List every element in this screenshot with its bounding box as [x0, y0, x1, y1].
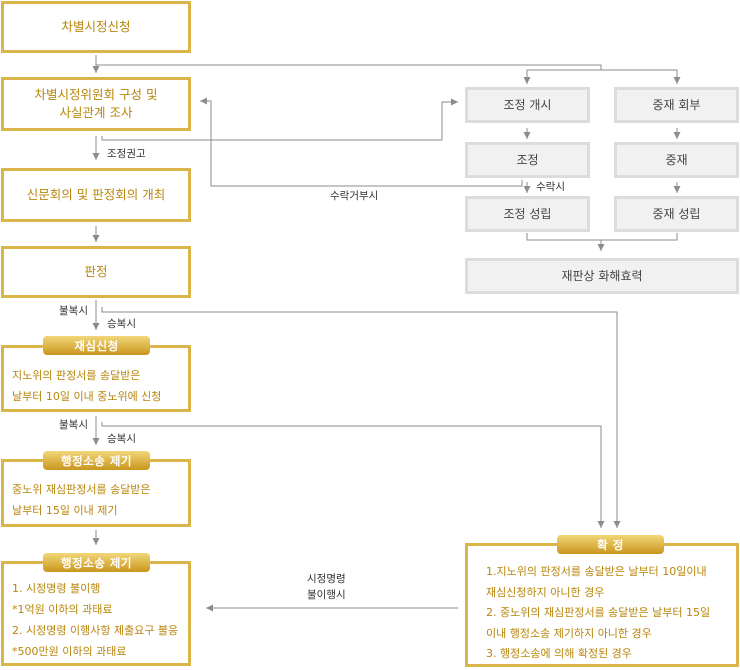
mediation-done-label: 조정 성립 — [503, 207, 552, 221]
final-line1: 1.지노위의 판정서를 송달받은 날부터 10일이내 — [486, 565, 707, 578]
committee-box: 차별시정위원회 구성 및 사실관계 조사 — [1, 77, 191, 131]
mediation-start-label: 조정 개시 — [503, 98, 552, 112]
arbitration-label: 중재 — [665, 153, 688, 167]
edge-dissent1 — [101, 307, 621, 528]
noncompliance-line2: 불이행시 — [307, 589, 346, 601]
suit1-box: 중노위 재심판정서를 송달받은 날부터 15일 이내 제기 — [1, 459, 191, 527]
suit2-line1: 1. 시정명령 불이행 — [12, 582, 101, 595]
accept1-label: 승복시 — [107, 318, 136, 330]
suit2-line2: *1억원 이하의 과태료 — [12, 603, 113, 616]
final-line3: 2. 중노위의 재심판정서를 송달받은 날부터 15일 — [486, 606, 711, 619]
suit2-pill: 행정소송 제기 — [43, 553, 150, 572]
final-pill-label: 확 정 — [597, 537, 624, 552]
arbitration-request-label: 중재 회부 — [652, 98, 701, 112]
final-line2: 재심신청하지 아니한 경우 — [486, 585, 605, 599]
edge-dissent2 — [101, 422, 605, 528]
final-line5: 3. 행정소송에 의해 확정된 경우 — [486, 647, 632, 660]
suit1-line1: 중노위 재심판정서를 송달받은 — [12, 483, 151, 496]
judgment-box: 판정 — [1, 246, 191, 298]
edge-recommend — [101, 98, 458, 141]
hearing-label: 신문회의 및 판정회의 개최 — [26, 187, 166, 202]
mediation-label: 조정 — [516, 153, 539, 167]
noncompliance-label: 시정명령 불이행시 — [307, 571, 346, 603]
suit2-line4: *500만원 이하의 과태료 — [12, 645, 127, 658]
reexam-line2: 날부터 10일 이내 중노위에 신청 — [12, 390, 162, 403]
accept2-label: 승복시 — [107, 433, 136, 445]
suit1-pill-label: 행정소송 제기 — [61, 453, 132, 468]
accept-label: 수락시 — [536, 181, 565, 193]
suit1-pill: 행정소송 제기 — [43, 451, 150, 470]
edge-branch-mediation — [523, 69, 601, 84]
mediation-box: 조정 — [465, 142, 590, 178]
noncompliance-line1: 시정명령 — [307, 573, 346, 585]
dissent1-label: 불복시 — [59, 305, 88, 317]
apply-label: 차별시정신청 — [61, 19, 131, 34]
reexam-pill: 재심신청 — [43, 336, 150, 355]
mediation-done-box: 조정 성립 — [465, 196, 590, 232]
suit2-line3: 2. 시정명령 이행사항 제출요구 불응 — [12, 624, 179, 637]
final-line4: 이내 행정소송 제기하지 아니한 경우 — [486, 626, 652, 640]
judgment-label: 판정 — [84, 264, 108, 279]
final-pill: 확 정 — [557, 535, 664, 554]
edge-merge — [526, 233, 678, 241]
arbitration-done-box: 중재 성립 — [614, 196, 739, 232]
settlement-label: 재판상 화해효력 — [561, 269, 643, 283]
suit2-box: 1. 시정명령 불이행 *1억원 이하의 과태료 2. 시정명령 이행사항 제출… — [1, 561, 191, 666]
committee-label-line1: 차별시정위원회 구성 및 — [34, 87, 158, 102]
arbitration-request-box: 중재 회부 — [614, 87, 739, 123]
arbitration-done-label: 중재 성립 — [652, 207, 701, 221]
committee-label-line2: 사실관계 조사 — [59, 105, 133, 120]
dissent2-label: 불복시 — [59, 419, 88, 431]
recommend-label: 조정권고 — [107, 148, 146, 160]
arbitration-box: 중재 — [614, 142, 739, 178]
mediation-start-box: 조정 개시 — [465, 87, 590, 123]
refuse-label: 수락거부시 — [330, 190, 379, 202]
apply-box: 차별시정신청 — [1, 1, 191, 53]
reexam-line1: 지노위의 판정서를 송달받은 — [12, 369, 141, 382]
settlement-box: 재판상 화해효력 — [465, 258, 739, 294]
final-box: 1.지노위의 판정서를 송달받은 날부터 10일이내 재심신청하지 아니한 경우… — [465, 543, 739, 667]
reexam-box: 지노위의 판정서를 송달받은 날부터 10일 이내 중노위에 신청 — [1, 345, 191, 412]
edge-refuse — [200, 97, 523, 187]
suit1-line2: 날부터 15일 이내 제기 — [12, 504, 118, 517]
hearing-box: 신문회의 및 판정회의 개최 — [1, 168, 191, 222]
suit2-pill-label: 행정소송 제기 — [61, 555, 132, 570]
reexam-pill-label: 재심신청 — [74, 338, 119, 353]
